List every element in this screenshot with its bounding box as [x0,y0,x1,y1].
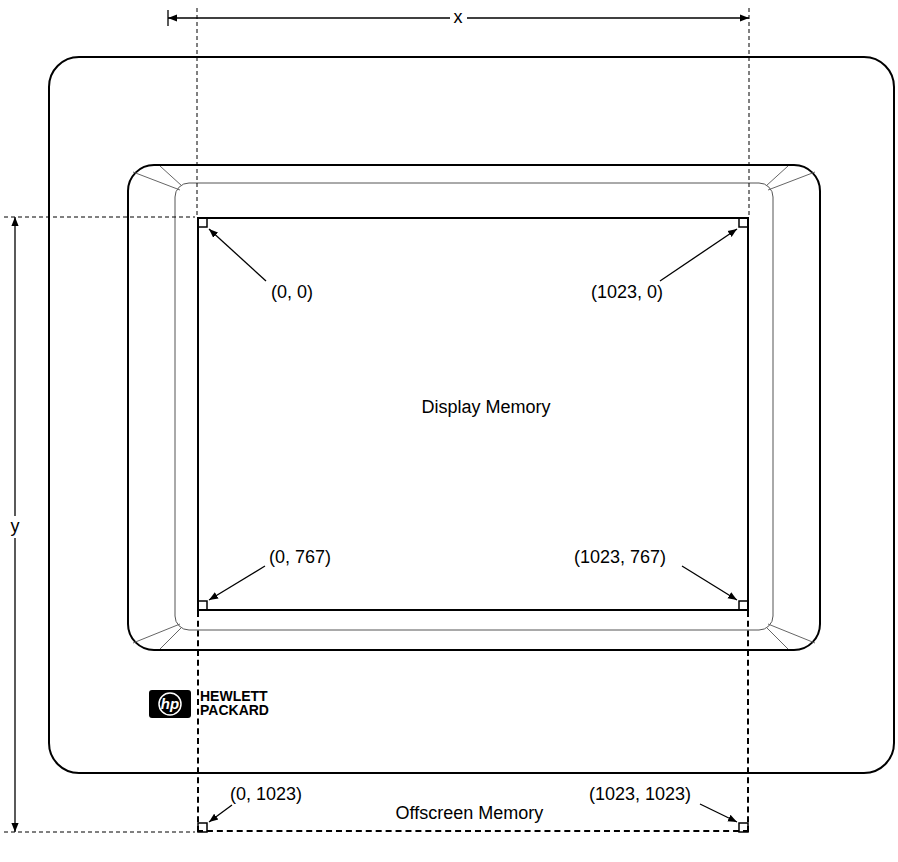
leader-lines [209,229,737,822]
bezel-corner-lines [133,166,815,649]
dimension-label: y [7,516,24,538]
hp-logo-box [149,690,191,718]
area-label: Display Memory [422,398,551,418]
corner-pixel-marks [198,218,748,832]
monitor-housing [49,57,894,773]
area-label: Offscreen Memory [396,804,544,824]
coordinate-label: (0, 1023) [230,785,302,805]
hp-logo-ring [159,693,181,715]
coordinate-label: (1023, 767) [574,548,666,568]
dimension-label: x [450,7,467,29]
coordinate-label: (0, 767) [269,548,331,568]
extension-lines [4,8,749,832]
screen-edge [175,183,773,630]
brand-name: HEWLETT PACKARD [200,689,270,717]
coordinate-label: (0, 0) [271,283,313,303]
coordinate-label: (1023, 1023) [589,785,691,805]
coordinate-label: (1023, 0) [591,283,663,303]
dimension-lines [15,10,749,832]
logo-mark: hp [161,696,179,713]
bezel [128,165,820,650]
